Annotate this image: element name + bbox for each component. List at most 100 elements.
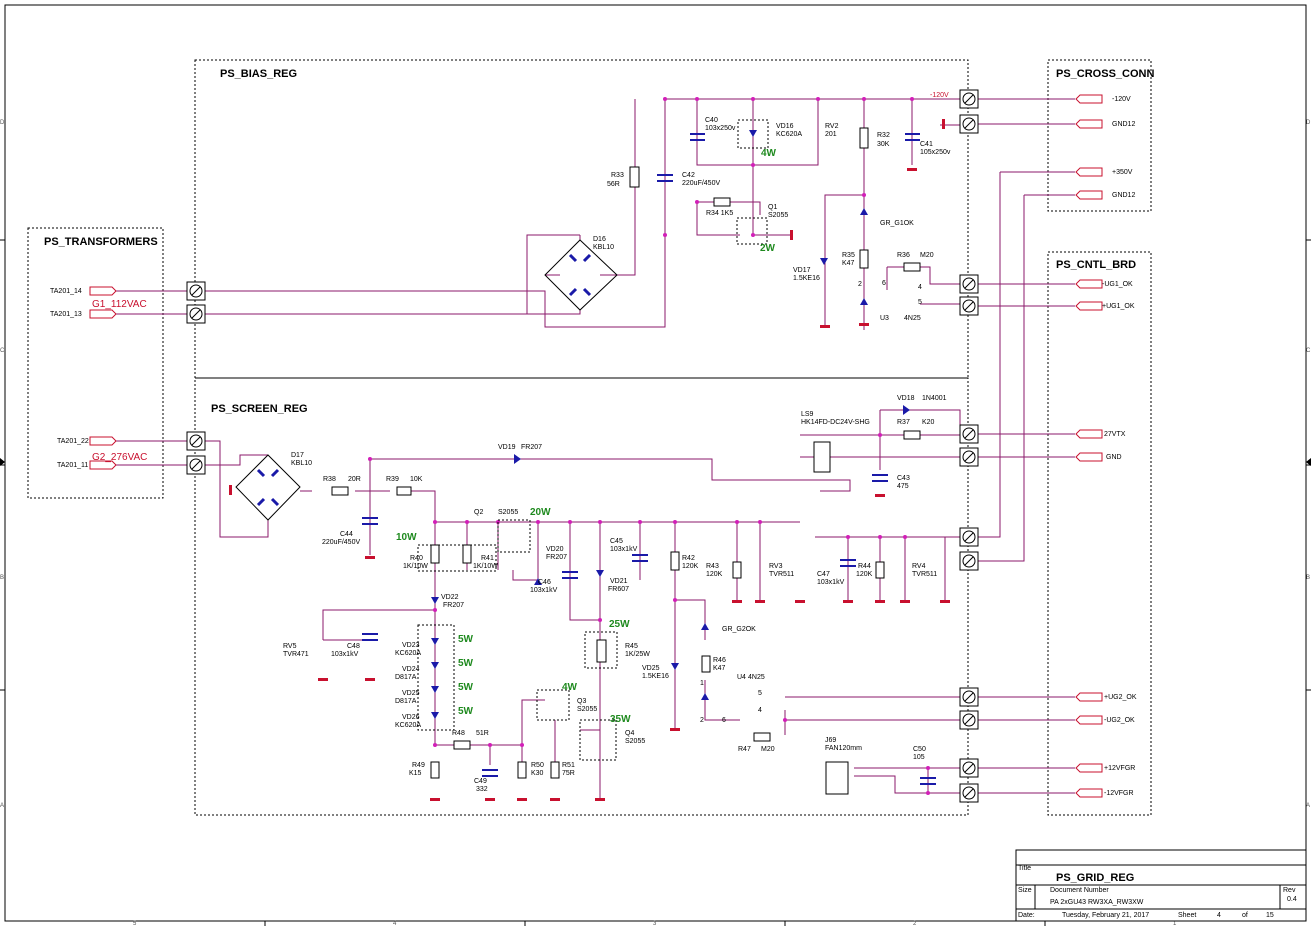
title-block-date-label: Date:	[1018, 912, 1035, 919]
row-marker-b-right: B	[1306, 575, 1310, 581]
r48-val: 51R	[476, 730, 489, 737]
bias-block-outline	[194, 59, 969, 379]
vd23-ref: VD23	[402, 642, 420, 649]
port-gnd: GND	[1106, 454, 1122, 461]
port-ta201-14: TA201_14	[50, 288, 82, 295]
component-symbols	[235, 133, 936, 785]
port-minus12vfgr: -12VFGR	[1104, 790, 1134, 797]
screen-block-title: PS_SCREEN_REG	[211, 403, 308, 415]
port-27vtx: 27VTX	[1104, 431, 1126, 438]
row-marker-a: A	[0, 803, 4, 809]
hierarchical-ports	[89, 94, 1103, 798]
c46-ref: C46	[538, 579, 551, 586]
r43-val: 120K	[706, 571, 723, 578]
vd18-val: 1N4001	[922, 395, 947, 402]
rv4-val: TVR511	[912, 571, 937, 578]
r42-ref: R42	[682, 555, 695, 562]
port-plus12vfgr: +12VFGR	[1104, 765, 1135, 772]
vd24-ref: VD24	[402, 666, 420, 673]
rv2-ref: RV2	[825, 123, 839, 130]
u3-pin-5: 5	[918, 299, 922, 306]
r39-ref: R39	[386, 476, 399, 483]
junction-dots	[368, 97, 930, 795]
d16-ref: D16	[593, 236, 606, 243]
r47-val: M20	[761, 746, 775, 753]
port-plus350v: +350V	[1112, 169, 1133, 176]
c41-ref: C41	[920, 141, 933, 148]
r45-power: 25W	[609, 619, 630, 630]
u4-pin-6: 6	[722, 717, 726, 724]
c41-val: 105x250v	[920, 149, 951, 156]
title-block-total: 15	[1266, 912, 1274, 919]
vd23-val: KC620A	[395, 650, 421, 657]
vd19-ref: VD19	[498, 444, 516, 451]
r36-ref: R36	[897, 252, 910, 259]
r43-ref: R43	[706, 563, 719, 570]
r51-ref: R51	[562, 762, 575, 769]
c46-val: 103x1kV	[530, 587, 558, 594]
cross-block-title: PS_CROSS_CONN	[1056, 68, 1154, 80]
u3-pin-2: 2	[858, 281, 862, 288]
title-block-size-label: Size	[1018, 887, 1032, 894]
port-plus-ug1-ok: +UG1_OK	[1102, 303, 1135, 310]
row-marker-c-right: C	[1306, 348, 1311, 354]
r32-ref: R32	[877, 132, 890, 139]
r34-label: R34 1K5	[706, 210, 733, 217]
vd17-ref: VD17	[793, 267, 811, 274]
vd19-val: FR207	[521, 444, 542, 451]
r37-ref: R37	[897, 419, 910, 426]
r49-ref: R49	[412, 762, 425, 769]
sheet-border	[4, 4, 1307, 922]
rv4-ref: RV4	[912, 563, 926, 570]
terminal-connectors	[186, 89, 979, 803]
vd23-power: 5W	[458, 634, 474, 645]
u3-pin-4: 4	[918, 284, 922, 291]
transformers-block-title: PS_TRANSFORMERS	[44, 236, 158, 248]
vd21-ref: VD21	[610, 578, 628, 585]
row-marker-c: C	[0, 348, 5, 354]
vd26-val: KC620A	[395, 722, 421, 729]
u4-pin-5: 5	[758, 690, 762, 697]
q1-val: S2055	[768, 212, 788, 219]
rv5-val: TVR471	[283, 651, 309, 658]
port-ta201-11: TA201_11	[57, 462, 88, 469]
port-ta201-22: TA201_22	[57, 438, 89, 445]
ls9-ref: LS9	[801, 411, 814, 418]
r46-val: K47	[713, 665, 726, 672]
q4-val: S2055	[625, 738, 645, 745]
q3-ref: Q3	[577, 698, 586, 705]
vd25x-val: D817A	[395, 698, 417, 705]
vd25-ref: VD25	[642, 665, 660, 672]
title-block-sheet: 4	[1217, 912, 1221, 919]
r39-val: 10K	[410, 476, 423, 483]
q3-val: S2055	[577, 706, 597, 713]
c49-val: 332	[476, 786, 488, 793]
r40-power: 10W	[396, 532, 417, 543]
row-marker-d: D	[0, 120, 5, 126]
vd25-val: 1.5KE16	[642, 673, 669, 680]
row-marker-a-right: A	[1306, 803, 1310, 809]
q1-power: 2W	[760, 243, 776, 254]
r38-ref: R38	[323, 476, 336, 483]
r33-val: 56R	[607, 181, 620, 188]
title-block-title-label: Title	[1018, 865, 1031, 872]
vd24-val: D817A	[395, 674, 417, 681]
rv3-ref: RV3	[769, 563, 783, 570]
vd22-ref: VD22	[441, 594, 459, 601]
col-marker-5: 5	[133, 921, 137, 926]
r37-val: K20	[922, 419, 935, 426]
c44-val: 220uF/450V	[322, 539, 360, 546]
cntl-block-outline	[1047, 251, 1152, 816]
u3-ref: U3	[880, 315, 889, 322]
screen-block-outline	[194, 377, 969, 816]
c45-val: 103x1kV	[610, 546, 638, 553]
c43-val: 475	[897, 483, 909, 490]
r49-val: K15	[409, 770, 422, 777]
r40-ref: R40	[410, 555, 423, 562]
d17-ref: D17	[291, 452, 304, 459]
title-block-of-label: of	[1242, 912, 1248, 919]
u3-pin-6: 6	[882, 280, 886, 287]
rv2-val: 201	[825, 131, 837, 138]
q2-power: 20W	[530, 507, 551, 518]
